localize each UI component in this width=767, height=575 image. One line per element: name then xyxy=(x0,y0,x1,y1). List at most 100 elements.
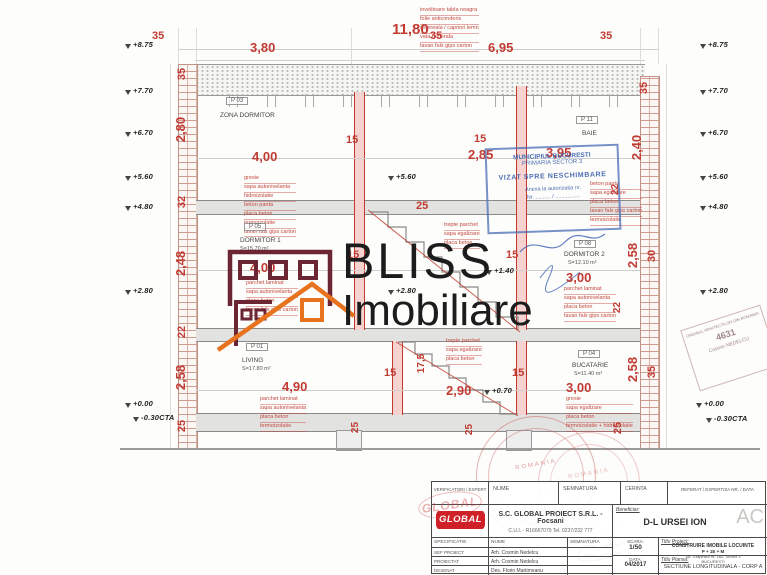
dim-attic-slab: 25 xyxy=(416,200,429,212)
plansa-label: Titlu Plansa: xyxy=(661,557,689,563)
level-marker: -0.30CTA xyxy=(706,414,748,423)
note-line: placa beton xyxy=(444,240,480,249)
note-line: gresie xyxy=(566,396,633,405)
level-marker: +2.80 xyxy=(700,286,728,295)
level-triangle-icon xyxy=(700,206,706,211)
dim-top-overall: 11,80 xyxy=(392,21,429,38)
note-line: termoizolatie xyxy=(244,220,296,229)
dim-top-wall-left: 35 xyxy=(152,30,165,42)
level-triangle-icon xyxy=(486,270,492,275)
top-dim-line xyxy=(178,49,658,50)
ext-line xyxy=(658,28,659,64)
level-triangle-icon xyxy=(706,418,712,423)
room-name-p01: LIVING xyxy=(242,357,264,364)
dim-wall: 25 xyxy=(176,419,189,433)
dim-wall: 35 xyxy=(176,67,189,81)
dim-wall: 35 xyxy=(638,81,651,95)
right-vert-dim-line xyxy=(666,64,667,448)
roof-top-line xyxy=(195,60,645,61)
dim-top-mid: 35 xyxy=(430,30,443,42)
note-line: tavan fals gips carton xyxy=(246,307,298,316)
column-attic-b xyxy=(516,86,527,330)
spec-row-name: Des. Florin Martimeanu xyxy=(489,566,568,575)
note-line: folie anticondens xyxy=(420,16,479,25)
level-marker-attic: +5.60 xyxy=(388,172,416,181)
company-name: S.C. GLOBAL PROIECT S.R.L. - Focsani xyxy=(498,511,603,525)
level-marker-stair-landing: +1.40 xyxy=(486,266,514,275)
note-line: tavan fals gips carton xyxy=(244,229,296,238)
architect-stamp: ORDINUL ARHITECTILOR DIN ROMANIA 4631 Co… xyxy=(680,304,767,392)
level-triangle-icon xyxy=(125,132,131,137)
dim-attic-col-a: 15 xyxy=(346,134,359,146)
company-cui: C.U.I. - R16667079 Tel. 0237/232 777 xyxy=(508,528,593,534)
level-marker: +2.80 xyxy=(125,286,153,295)
spec-header: SPECIFICATIE xyxy=(432,538,489,548)
level-triangle-icon xyxy=(388,290,394,295)
spec-row-label: SEF PROIECT xyxy=(432,548,489,557)
rafter-stubs xyxy=(200,94,640,107)
roof-band xyxy=(195,64,645,96)
level-marker: +8.75 xyxy=(700,40,728,49)
dim-wall: 2,58 xyxy=(625,242,641,269)
spec-row-label: PROIECTAT xyxy=(432,557,489,566)
room-id-p03: P 03 xyxy=(226,97,249,105)
note-line: gresie xyxy=(244,175,296,184)
note-line: vata minerala xyxy=(420,34,479,43)
dim-top-seg1: 3,80 xyxy=(250,40,276,55)
level-marker: +7.70 xyxy=(700,86,728,95)
spec-semnatura-header: SEMNATURA xyxy=(568,538,613,548)
room-id-p04: P 04 xyxy=(578,350,601,358)
logo-orange-window-icon xyxy=(300,298,324,322)
spec-row-label: DESENAT xyxy=(432,566,489,575)
tb-data-cell: DATA: 04/2017 xyxy=(613,556,659,575)
level-triangle-icon xyxy=(700,132,706,137)
room-area-p04: S=11.40 m² xyxy=(574,371,603,377)
note-line: sapa egalizare xyxy=(566,405,633,414)
dim-wall: 30 xyxy=(646,249,659,263)
dim-ground-left: 4,90 xyxy=(282,379,308,394)
tb-referat-header: REFERAT / EXPERTIZA NR. / DATA xyxy=(668,482,767,505)
dim-attic-mid: 2,85 xyxy=(468,147,494,162)
note-line: trepte parchet xyxy=(446,338,482,347)
global-logo: GLOBAL xyxy=(436,512,485,528)
tb-company-cell: S.C. GLOBAL PROIECT S.R.L. - Focsani C.U… xyxy=(489,505,613,538)
spec-row-name: Arh. Cosmin Nedelcu xyxy=(489,548,568,557)
level-marker: +6.70 xyxy=(125,128,153,137)
level-marker: +8.75 xyxy=(125,40,153,49)
tb-logo-cell: GLOBAL xyxy=(432,505,489,538)
column-attic-a xyxy=(354,92,365,330)
dim-ground-mid: 2,90 xyxy=(446,383,472,398)
level-triangle-icon xyxy=(484,390,490,395)
scara-label: SCARA: xyxy=(627,539,644,544)
dim-ground-right: 3,00 xyxy=(566,380,592,395)
spec-row-signature xyxy=(568,557,613,566)
note-line: placa beton xyxy=(244,211,296,220)
ext-line xyxy=(196,28,197,64)
data-label: DATA: xyxy=(629,557,642,562)
tb-plansa-cell: Titlu Plansa: SECTIUNE LONGITUDINALA - C… xyxy=(659,556,767,575)
level-triangle-icon xyxy=(125,403,131,408)
level-marker: +7.70 xyxy=(125,86,153,95)
level-triangle-icon xyxy=(696,403,702,408)
proiect-label: Titlu Proiect: xyxy=(661,539,689,545)
tb-cerinta-header: CERINTA xyxy=(621,482,668,505)
dim-first-col-a: 15 xyxy=(347,249,360,261)
spec-row-signature xyxy=(568,548,613,557)
note-line: beton panta xyxy=(244,202,296,211)
room-name-p08: DORMITOR 2 xyxy=(564,251,605,258)
level-marker: +0.00 xyxy=(696,399,724,408)
level-triangle-icon xyxy=(700,290,706,295)
dim-slab: 25 xyxy=(350,421,362,434)
dim-ground-col-b: 15 xyxy=(512,367,525,379)
note-line: tavan fals gips carton xyxy=(590,208,642,217)
level-triangle-icon xyxy=(125,290,131,295)
beneficiar-label: Beneficiar: xyxy=(616,507,640,513)
dim-top-wall-right: 35 xyxy=(600,30,613,42)
watermark-sub-text: Imobiliare xyxy=(342,286,533,335)
dim-wall: 2,58 xyxy=(625,356,641,383)
